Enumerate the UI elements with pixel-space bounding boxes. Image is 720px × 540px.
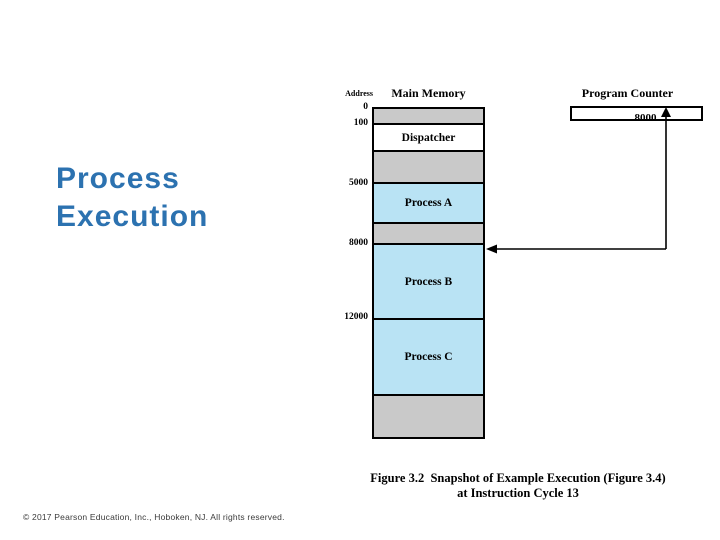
memory-segment-process-b: Process B bbox=[374, 245, 483, 320]
program-counter-box: 8000 bbox=[570, 106, 703, 124]
figure-caption: Figure 3.2 Snapshot of Example Execution… bbox=[370, 471, 666, 500]
address-tick-12000: 12000 bbox=[344, 312, 368, 322]
address-tick-8000: 8000 bbox=[349, 238, 368, 248]
memory-segment-label: Process C bbox=[404, 351, 453, 363]
copyright-footer: © 2017 Pearson Education, Inc., Hoboken,… bbox=[23, 512, 285, 522]
memory-segment-free-4 bbox=[374, 396, 483, 437]
memory-segment-process-c: Process C bbox=[374, 320, 483, 396]
memory-segment-label: Dispatcher bbox=[401, 131, 456, 144]
main-memory-diagram: Dispatcher Process A Process B Process C bbox=[372, 107, 485, 439]
memory-segment-label: Process A bbox=[404, 197, 453, 209]
program-counter-title: Program Counter bbox=[581, 86, 674, 100]
slide-title: Process Execution bbox=[56, 162, 209, 233]
memory-segment-free-2 bbox=[374, 152, 483, 184]
memory-segment-process-a: Process A bbox=[374, 184, 483, 224]
address-tick-100: 100 bbox=[353, 118, 368, 128]
program-counter-value: 8000 bbox=[634, 112, 657, 124]
memory-segment-label: Process B bbox=[404, 275, 453, 288]
memory-segment-free-3 bbox=[374, 224, 483, 245]
arrowhead-left-icon bbox=[486, 244, 497, 254]
address-tick-0: 0 bbox=[363, 102, 368, 112]
address-tick-5000: 5000 bbox=[349, 178, 368, 188]
address-header-label: Address bbox=[345, 89, 373, 98]
memory-segment-free-1 bbox=[374, 109, 483, 125]
memory-segment-dispatcher: Dispatcher bbox=[374, 125, 483, 152]
main-memory-title: Main Memory bbox=[391, 86, 466, 100]
